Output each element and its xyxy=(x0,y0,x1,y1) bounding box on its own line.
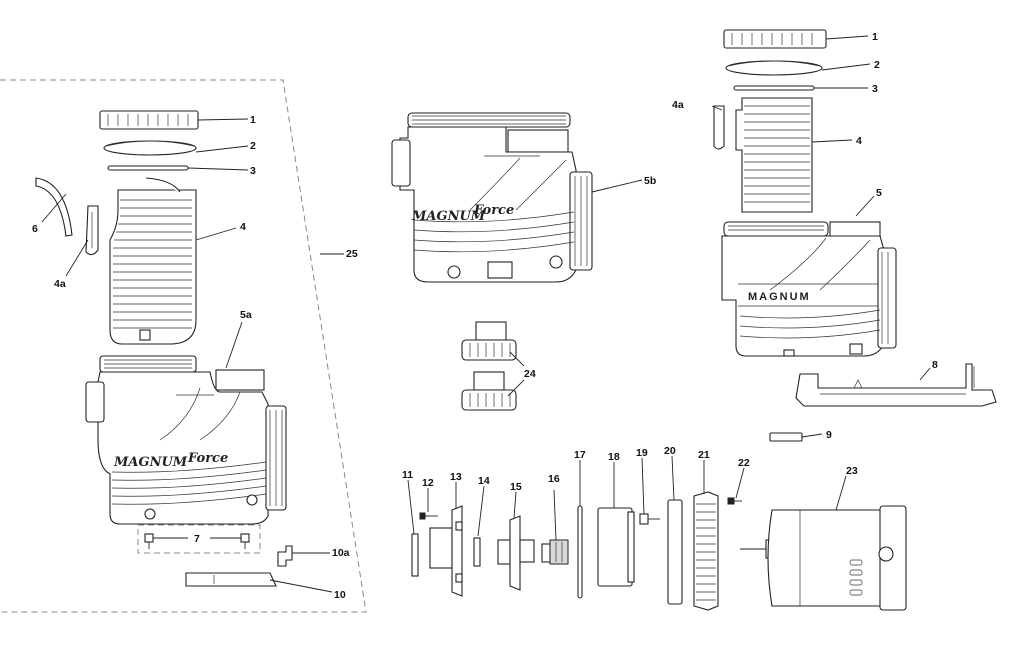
callout-12: 12 xyxy=(422,477,434,489)
callout-1-right: 1 xyxy=(872,31,878,43)
callout-7: 7 xyxy=(194,533,200,545)
callout-6: 6 xyxy=(32,223,38,235)
valve-part-10a xyxy=(277,545,293,567)
callout-18: 18 xyxy=(608,451,620,463)
left-hose xyxy=(35,177,73,237)
left-housing-brand-suffix: Force xyxy=(187,451,228,466)
left-housing-brand: MAGNUM xyxy=(113,455,188,470)
callout-2-right: 2 xyxy=(874,59,880,71)
callout-8: 8 xyxy=(932,359,938,371)
part-11-gasket xyxy=(411,533,419,577)
callout-19: 19 xyxy=(636,447,648,459)
union-fitting-lower xyxy=(461,371,517,411)
left-lid-ring xyxy=(99,110,199,130)
callout-16: 16 xyxy=(548,473,560,485)
callout-23: 23 xyxy=(846,465,858,477)
part-15-impeller xyxy=(497,515,535,591)
left-basket-handle xyxy=(85,205,99,256)
left-strainer-basket xyxy=(109,177,197,345)
callout-10a: 10a xyxy=(332,547,350,559)
callout-14: 14 xyxy=(478,475,490,487)
callout-24: 24 xyxy=(524,368,536,380)
part-21-motor-adapter xyxy=(693,491,719,611)
right-basket-handle xyxy=(713,105,725,150)
part-20-gasket xyxy=(667,499,683,605)
leader-lines xyxy=(41,35,931,593)
pump-base-8 xyxy=(795,363,997,407)
part-18-diffuser xyxy=(597,507,635,587)
right-lid-oring xyxy=(733,85,815,91)
center-housing-brand: MAGNUM xyxy=(411,209,486,224)
base-part-10 xyxy=(185,572,277,587)
callout-22: 22 xyxy=(738,457,750,469)
callout-10: 10 xyxy=(334,589,346,601)
callout-17: 17 xyxy=(574,449,586,461)
part-17-oring xyxy=(577,505,583,599)
left-pump-housing: MAGNUM Force xyxy=(85,355,287,525)
callout-13: 13 xyxy=(450,471,462,483)
right-pump-housing: MAGNUM xyxy=(721,221,897,357)
callout-5-right: 5 xyxy=(876,187,882,199)
shim-9 xyxy=(769,432,803,442)
right-strainer-basket xyxy=(735,97,813,213)
left-lid-oring xyxy=(107,165,189,171)
callout-3-left: 3 xyxy=(250,165,256,177)
callout-2-left: 2 xyxy=(250,140,256,152)
callout-4a-right: 4a xyxy=(672,99,684,111)
center-pump-housing: MAGNUM Force xyxy=(391,112,593,283)
kit-25-boundary xyxy=(0,79,367,613)
callout-1-left: 1 xyxy=(250,114,256,126)
part-12-screw xyxy=(419,512,438,520)
part-13-seal-plate xyxy=(429,505,463,597)
callout-25: 25 xyxy=(346,248,358,260)
part-23-motor xyxy=(740,505,907,611)
right-lid-ring xyxy=(723,29,827,49)
part-19-bolt xyxy=(639,513,660,525)
union-fitting-upper xyxy=(461,321,517,361)
callout-4-left: 4 xyxy=(240,221,246,233)
callout-labels: 1 2 3 4a 4 5 8 9 1 2 3 6 4 4a 25 5a 7 10… xyxy=(32,31,938,601)
callout-11: 11 xyxy=(402,469,413,481)
part-16-shaft-seal xyxy=(541,539,569,565)
callout-3-right: 3 xyxy=(872,83,878,95)
callout-5a: 5a xyxy=(240,309,252,321)
callout-20: 20 xyxy=(664,445,676,457)
part-14-diffuser-ring xyxy=(473,537,481,567)
right-housing-brand: MAGNUM xyxy=(748,291,811,303)
callout-21: 21 xyxy=(698,449,710,461)
right-lid xyxy=(725,60,823,76)
callout-5b: 5b xyxy=(644,175,656,187)
left-lid xyxy=(103,140,197,156)
callout-9: 9 xyxy=(826,429,832,441)
part-22-screw xyxy=(727,497,742,505)
callout-15: 15 xyxy=(510,481,522,493)
callout-4a-left: 4a xyxy=(54,278,66,290)
center-housing-brand-suffix: Force xyxy=(473,203,514,218)
callout-4-right: 4 xyxy=(856,135,862,147)
